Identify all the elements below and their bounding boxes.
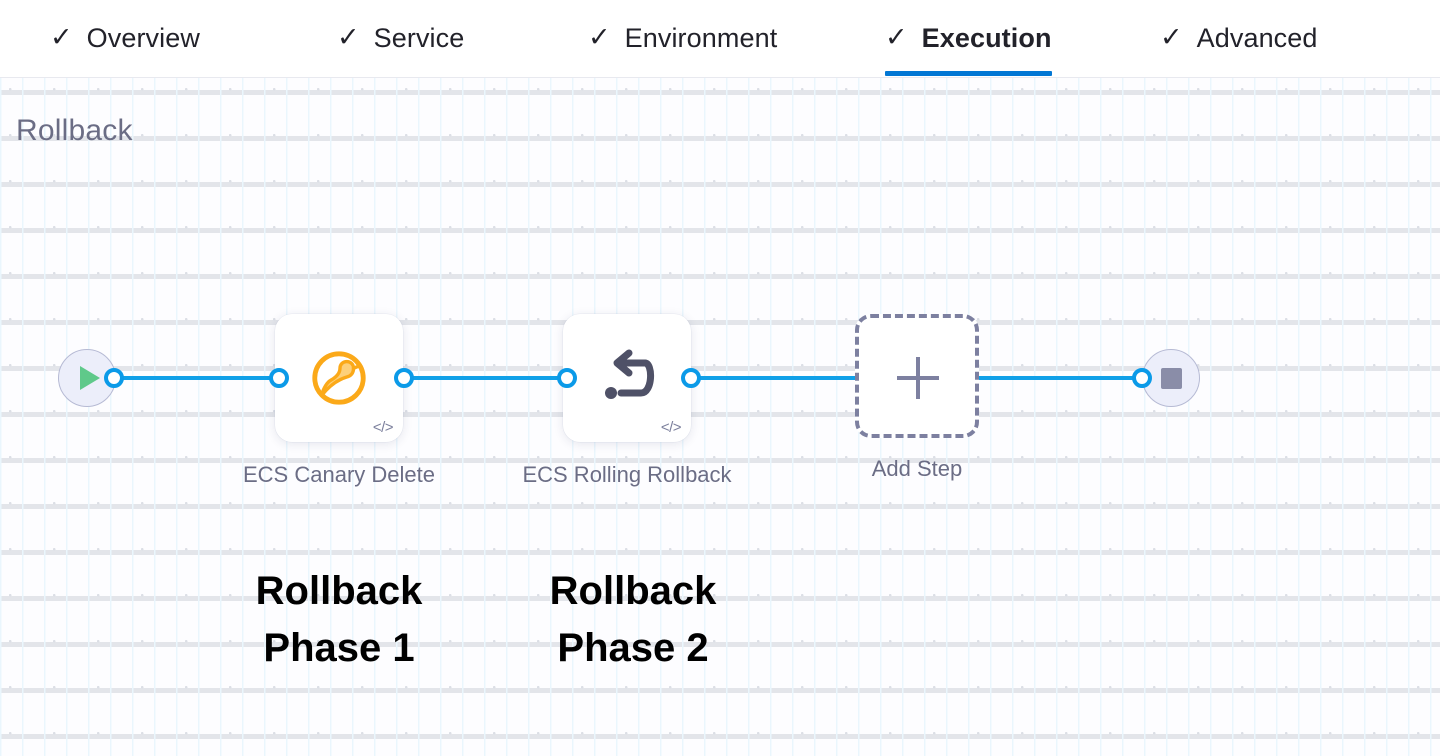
tab-environment-label: Environment (624, 22, 778, 53)
wizard-tab-bar: ✓ Overview ✓ Service ✓ Environment ✓ Exe… (0, 0, 1440, 78)
plus-icon (916, 357, 920, 399)
step-label-ecs-canary-delete: ECS Canary Delete (243, 462, 435, 487)
connector-dot-step1-out[interactable] (394, 368, 414, 388)
connector-step1-to-step2 (398, 376, 573, 380)
play-icon (80, 366, 100, 390)
annotation-rollback-phase-2: Rollback Phase 2 (549, 569, 717, 670)
pipeline-start-node[interactable] (58, 349, 116, 407)
connector-dot-step2-in[interactable] (557, 368, 577, 388)
add-step-label: Add Step (871, 456, 963, 481)
tab-service-label: Service (373, 22, 465, 53)
tab-active-indicator (885, 71, 1052, 76)
tab-list: ✓ Overview ✓ Service ✓ Environment ✓ Exe… (0, 0, 1440, 77)
harness-canary-icon (275, 314, 403, 442)
step-label-ecs-rolling-rollback: ECS Rolling Rollback (522, 462, 732, 487)
tab-execution[interactable]: ✓ Execution (885, 14, 1052, 76)
pipeline-canvas[interactable]: Rollback </> ECS Canary Delete Rollback … (0, 78, 1440, 756)
code-icon[interactable]: </> (372, 419, 394, 436)
add-step-button[interactable] (855, 314, 979, 438)
tab-service[interactable]: ✓ Service (337, 14, 464, 62)
tab-advanced-label: Advanced (1196, 22, 1318, 53)
tab-execution-label: Execution (921, 22, 1052, 53)
pipeline-stage-graph: </> ECS Canary Delete Rollback Phase 1 <… (0, 78, 1440, 756)
section-title: Rollback (16, 114, 133, 147)
connector-dot-end-in[interactable] (1132, 368, 1152, 388)
step-node-ecs-canary-delete[interactable]: </> (275, 314, 403, 442)
check-icon: ✓ (1160, 21, 1183, 52)
check-icon: ✓ (885, 21, 908, 52)
tab-overview[interactable]: ✓ Overview (50, 14, 200, 62)
connector-start-to-step1 (110, 376, 285, 380)
code-icon[interactable]: </> (660, 419, 682, 436)
check-icon: ✓ (588, 21, 611, 52)
tab-overview-label: Overview (86, 22, 200, 53)
connector-dot-start-out[interactable] (104, 368, 124, 388)
connector-dot-step1-in[interactable] (269, 368, 289, 388)
step-node-ecs-rolling-rollback[interactable]: </> (563, 314, 691, 442)
tab-environment[interactable]: ✓ Environment (588, 14, 777, 62)
tab-advanced[interactable]: ✓ Advanced (1160, 14, 1318, 62)
check-icon: ✓ (50, 21, 73, 52)
annotation-rollback-phase-1: Rollback Phase 1 (255, 569, 423, 670)
stop-icon (1160, 367, 1182, 389)
rollback-arrow-icon (563, 314, 691, 442)
check-icon: ✓ (337, 21, 360, 52)
connector-dot-step2-out[interactable] (681, 368, 701, 388)
